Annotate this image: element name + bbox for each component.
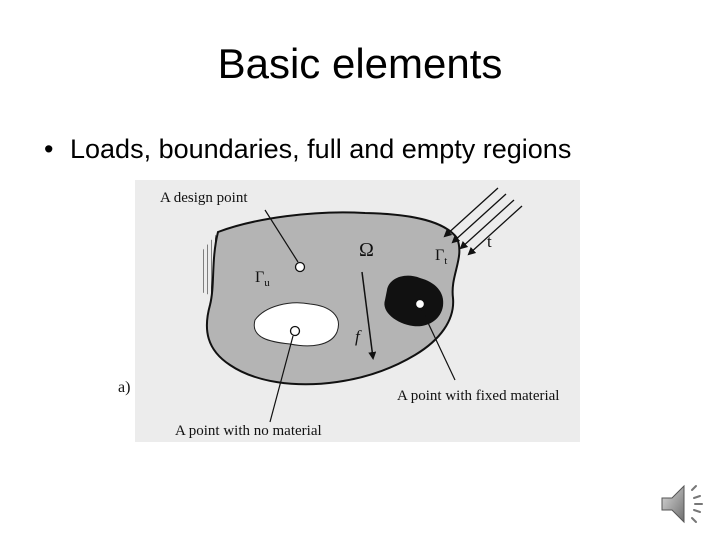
label-omega: Ω <box>359 239 374 261</box>
solid-region <box>384 275 444 327</box>
solid-point-marker <box>414 298 426 310</box>
speaker-icon[interactable] <box>656 476 712 532</box>
void-region <box>253 302 339 347</box>
label-fixed-material: A point with fixed material <box>397 388 559 404</box>
label-force: f <box>355 327 362 346</box>
void-point-marker <box>289 325 301 337</box>
design-point-marker <box>294 261 306 273</box>
label-design-point: A design point <box>160 190 248 206</box>
void-point-leader <box>269 335 294 423</box>
slide-title: Basic elements <box>217 40 503 87</box>
design-point-leader <box>264 209 299 263</box>
topology-figure: A design point Ω Γt t Γu f A point with … <box>115 180 585 445</box>
bullet-marker: • <box>44 134 54 164</box>
label-panel: a) <box>118 379 130 396</box>
figure-drawing: A design point Ω Γt t Γu f A point with … <box>118 180 580 442</box>
label-gamma-u: Γu <box>255 269 270 289</box>
solid-point-leader <box>421 309 456 381</box>
speaker-icon-graphic <box>661 484 703 524</box>
bullet-item: • Loads, boundaries, full and empty regio… <box>44 134 571 165</box>
label-traction: t <box>487 232 492 251</box>
body-force-arrow <box>361 271 377 360</box>
bullet-text: Loads, boundaries, full and empty region… <box>70 134 572 164</box>
traction-arrows <box>443 187 523 256</box>
label-gamma-t: Γt <box>435 247 447 267</box>
design-domain <box>205 211 461 386</box>
label-no-material: A point with no material <box>175 423 322 439</box>
